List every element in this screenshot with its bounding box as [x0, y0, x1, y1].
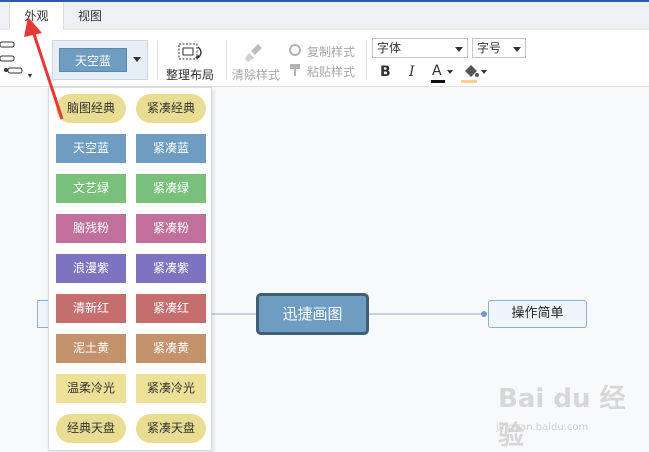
chevron-down-icon [513, 47, 521, 52]
central-topic[interactable]: 迅捷画图 [256, 293, 369, 335]
theme-selector[interactable]: 天空蓝 [52, 40, 148, 80]
theme-option[interactable]: 紧凑红 [136, 294, 206, 323]
divider [157, 40, 158, 80]
theme-option[interactable]: 紧凑蓝 [136, 134, 206, 163]
paste-style-icon [290, 64, 300, 76]
theme-option[interactable]: 清新红 [56, 294, 126, 323]
font-color-button[interactable]: A [430, 62, 456, 84]
divider [226, 40, 227, 80]
theme-option[interactable]: 紧凑经典 [136, 94, 206, 123]
theme-option[interactable]: 脑残粉 [56, 214, 126, 243]
font-size-value: 字号 [477, 41, 502, 55]
structure-icon[interactable] [0, 38, 40, 84]
chevron-down-icon [481, 70, 487, 74]
font-family-select[interactable]: 字体 [372, 38, 468, 58]
theme-option[interactable]: 温柔冷光 [56, 374, 126, 403]
font-size-select[interactable]: 字号 [472, 38, 526, 58]
fill-color-button[interactable] [460, 62, 490, 84]
paint-bucket-icon [465, 65, 479, 77]
theme-option[interactable]: 天空蓝 [56, 134, 126, 163]
theme-option[interactable]: 浪漫紫 [56, 254, 126, 283]
chevron-down-icon [447, 70, 453, 74]
brush-icon [245, 44, 262, 62]
theme-option[interactable]: 经典天盘 [56, 414, 126, 443]
organize-layout-icon[interactable] [176, 41, 206, 65]
paste-style-button[interactable]: 粘贴样式 [307, 65, 356, 79]
theme-option[interactable]: 紧凑粉 [136, 214, 206, 243]
tab-view[interactable]: 视图 [77, 9, 102, 23]
font-color-icon: A [432, 63, 442, 79]
theme-option[interactable]: 紧凑紫 [136, 254, 206, 283]
theme-option[interactable]: 紧凑冷光 [136, 374, 206, 403]
divider [366, 40, 367, 80]
theme-option[interactable]: 泥土黄 [56, 334, 126, 363]
fill-color-bar [461, 80, 477, 83]
theme-option[interactable]: 脑图经典 [56, 94, 126, 123]
chevron-down-icon [133, 57, 141, 62]
theme-option[interactable]: 紧凑绿 [136, 174, 206, 203]
theme-dropdown: 脑图经典紧凑经典天空蓝紧凑蓝文艺绿紧凑绿脑残粉紧凑粉浪漫紫紧凑紫清新红紧凑红泥土… [48, 87, 212, 451]
copy-style-icon [289, 44, 301, 56]
theme-option[interactable]: 文艺绿 [56, 174, 126, 203]
font-color-bar [431, 80, 445, 83]
watermark-logo: Bai du 经验 [498, 384, 626, 451]
clear-style-button[interactable]: 清除样式 [232, 68, 281, 82]
italic-button[interactable]: I [409, 64, 415, 80]
theme-current-swatch: 天空蓝 [59, 48, 127, 72]
theme-option[interactable]: 紧凑黄 [136, 334, 206, 363]
watermark-url: jingyan.baidu.com [496, 422, 589, 433]
bold-button[interactable]: B [380, 64, 391, 80]
tab-appearance[interactable]: 外观 [9, 2, 64, 30]
organize-layout-button[interactable]: 整理布局 [166, 68, 215, 82]
chevron-down-icon [455, 47, 463, 52]
menu-tab-bar: 外观 视图 [0, 0, 649, 30]
subtopic-node[interactable]: 操作简单 [488, 300, 587, 328]
font-family-value: 字体 [377, 41, 402, 55]
copy-style-button[interactable]: 复制样式 [307, 45, 356, 59]
annotation-arrow-icon [24, 17, 64, 120]
theme-option[interactable]: 紧凑天盘 [136, 414, 206, 443]
